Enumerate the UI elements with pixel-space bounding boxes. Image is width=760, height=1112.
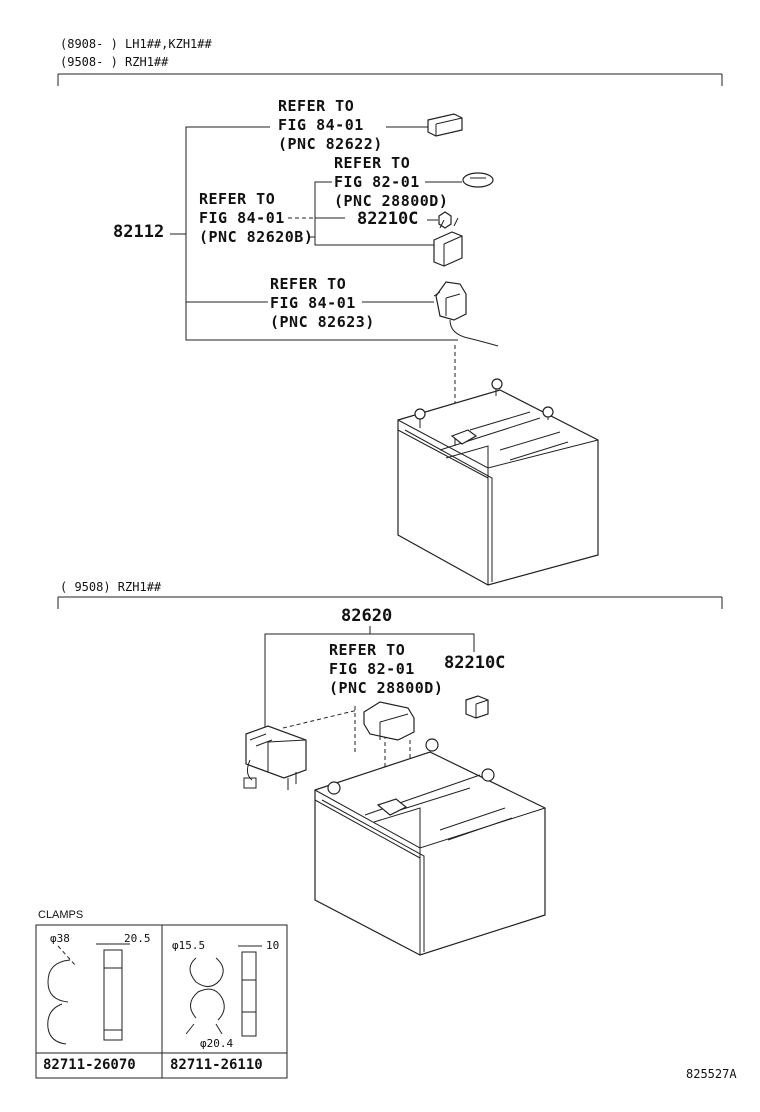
applicability-lower: ( 9508) RZH1## — [60, 580, 162, 594]
clamps-title: CLAMPS — [38, 909, 84, 921]
part-number-82210c-lower[interactable]: 82210C — [444, 653, 506, 673]
clamp-1-part-number[interactable]: 82711-26070 — [43, 1057, 136, 1073]
relay-icon — [462, 172, 494, 188]
lower-section-frame — [57, 596, 723, 609]
clamp-small-icon — [185, 945, 262, 1037]
clamp-1-dim-b: 20.5 — [124, 932, 151, 945]
reference-line: REFER TO — [270, 275, 347, 293]
clamp-2-part-number[interactable]: 82711-26110 — [170, 1057, 263, 1073]
reference-line: FIG 84-01 — [199, 209, 285, 227]
sensor-icon — [433, 281, 499, 347]
reference-line: (PNC 82620B) — [199, 228, 314, 246]
clamps-table — [35, 924, 288, 1079]
reference-line: REFER TO — [334, 154, 411, 172]
reference-line: FIG 84-01 — [270, 294, 356, 312]
applicability-upper-2: (9508- ) RZH1## — [60, 55, 169, 69]
socket-icon — [433, 217, 463, 267]
reference-line: FIG 82-01 — [329, 660, 415, 678]
part-number-82620[interactable]: 82620 — [341, 606, 393, 626]
reference-line: (PNC 28800D) — [334, 192, 449, 210]
clamp-2-dim-b: 10 — [266, 939, 280, 952]
reference-line: REFER TO — [278, 97, 355, 115]
reference-line: (PNC 82622) — [278, 135, 383, 153]
clamp-1-dim-a: φ38 — [50, 932, 70, 945]
clamp-icon — [47, 943, 130, 1045]
part-number-82210c-upper[interactable]: 82210C — [357, 209, 419, 229]
figure-code: 825527A — [686, 1067, 737, 1081]
reference-line: REFER TO — [329, 641, 406, 659]
reference-line: REFER TO — [199, 190, 276, 208]
bulb-lower-icon — [465, 695, 489, 719]
battery-icon — [397, 378, 599, 586]
connector-icon — [427, 113, 463, 137]
reference-line: (PNC 82623) — [270, 313, 375, 331]
reference-line: (PNC 28800D) — [329, 679, 444, 697]
upper-section-frame — [57, 73, 723, 86]
fuse-block-icon — [243, 725, 307, 790]
reference-line: FIG 84-01 — [278, 116, 364, 134]
relay-lower-icon — [363, 701, 415, 741]
applicability-upper-1: (8908- ) LH1##,KZH1## — [60, 37, 212, 51]
clamp-2-dim-c: φ20.4 — [200, 1037, 234, 1050]
battery-lower-icon — [314, 738, 546, 956]
reference-line: FIG 82-01 — [334, 173, 420, 191]
part-number-82112[interactable]: 82112 — [113, 222, 165, 242]
upper-leader-lines — [170, 126, 462, 428]
clamp-2-dim-a: φ15.5 — [172, 939, 206, 952]
